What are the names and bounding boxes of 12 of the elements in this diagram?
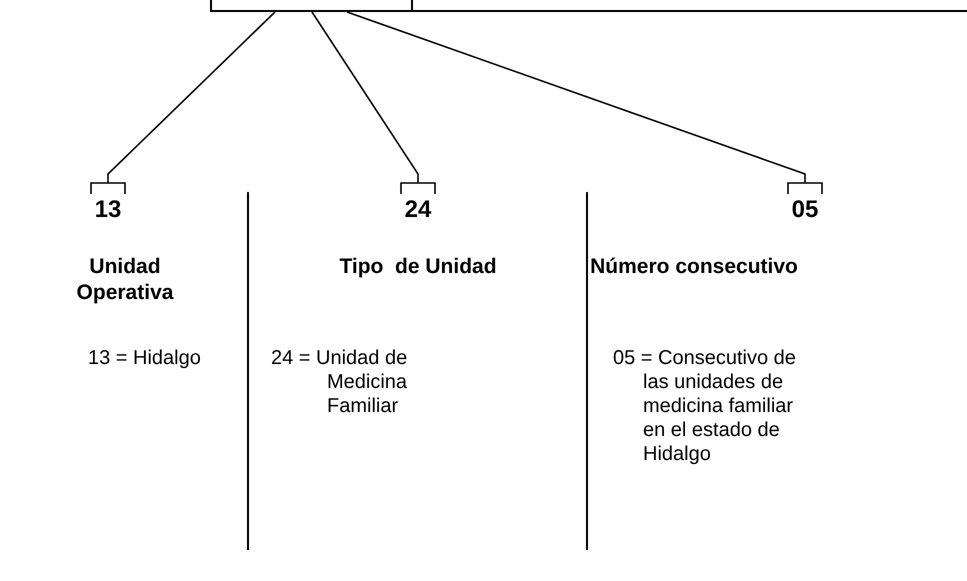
column-heading: Tipo de Unidad xyxy=(338,254,498,280)
description-text: 13 = Hidalgo xyxy=(88,346,202,370)
column-heading: Número consecutivo xyxy=(589,254,799,280)
leader-line xyxy=(346,11,823,195)
leader-line xyxy=(311,11,436,195)
code-number: 24 xyxy=(388,196,448,224)
description-text: 05 = Consecutivo de las unidades de medicina familiar en el estado de Hidalgo xyxy=(613,346,797,466)
column-heading: Unidad Operativa xyxy=(76,254,174,306)
leader-line xyxy=(90,11,276,195)
description-text: 24 = Unidad de Medicina Familiar xyxy=(271,346,408,418)
code-number: 13 xyxy=(78,196,138,224)
code-number: 05 xyxy=(775,196,835,224)
